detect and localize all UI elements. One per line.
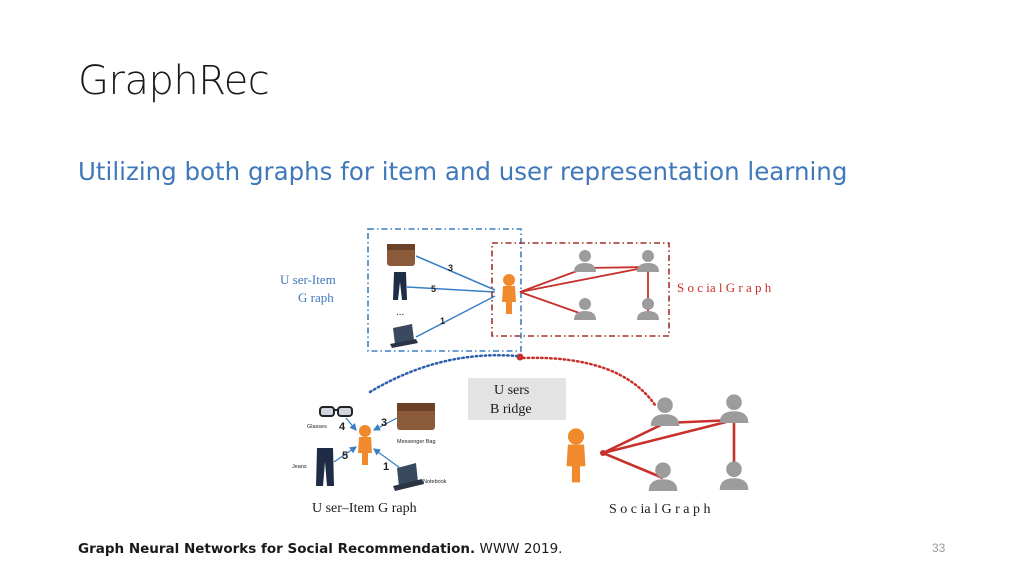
top-edge-jeans <box>407 287 495 292</box>
top-rating-laptop: 1 <box>440 316 445 326</box>
label-jeans: Jeans <box>292 464 307 470</box>
users-bridge-line2: B ridge <box>490 402 532 417</box>
bottom-social-user-2 <box>720 394 749 423</box>
top-social-user-2 <box>637 250 659 272</box>
jeans-icon <box>393 272 407 300</box>
laptop-icon <box>390 324 418 348</box>
bag-icon <box>387 244 415 266</box>
bottom-social-user-3 <box>649 462 678 491</box>
bottom-social-user-1 <box>651 397 680 426</box>
bottom-jeans-icon <box>316 448 334 486</box>
top-center-user <box>502 274 516 314</box>
bottom-rating-jeans: 5 <box>342 450 348 462</box>
bottom-user-item-label: U ser–Item G raph <box>312 501 417 516</box>
top-rating-bag: 3 <box>448 263 453 273</box>
bottom-social-user-4 <box>720 461 749 490</box>
messenger-bag-icon <box>397 403 435 430</box>
top-social-user-4 <box>637 298 659 320</box>
top-user-item-label-1: U ser-Item <box>280 272 336 287</box>
paper-title: Graph Neural Networks for Social Recomme… <box>78 541 475 557</box>
top-social-label: S o c ia l G r a p h <box>677 280 772 295</box>
items-ellipsis: ... <box>396 307 404 318</box>
notebook-icon <box>393 463 424 491</box>
venue: WWW 2019. <box>475 541 562 557</box>
bottom-social-label: S o c ia l G r a p h <box>609 502 710 517</box>
reference-citation: Graph Neural Networks for Social Recomme… <box>78 541 562 557</box>
top-edge-laptop <box>416 296 495 337</box>
bottom-social-center-user <box>567 428 586 482</box>
top-social-user-3 <box>574 298 596 320</box>
bottom-rating-glasses: 4 <box>339 421 346 433</box>
label-glasses: Glasses <box>307 424 327 430</box>
top-social-user-1 <box>574 250 596 272</box>
top-edge-bag <box>416 256 495 290</box>
bottom-rating-bag: 3 <box>381 417 387 429</box>
bottom-rating-notebook: 1 <box>383 461 389 473</box>
bottom-social-hub <box>600 450 606 456</box>
edge-glasses <box>346 418 356 430</box>
label-notebook: Notebook <box>423 479 447 485</box>
glasses-icon <box>320 407 352 416</box>
page-number: 33 <box>932 541 945 555</box>
users-bridge-line1: U sers <box>494 383 529 398</box>
top-user-item-label-2: G raph <box>298 290 334 305</box>
top-rating-jeans: 5 <box>431 284 436 294</box>
label-messenger-bag: Messenger Bag <box>397 439 436 445</box>
bottom-center-user <box>358 425 372 465</box>
